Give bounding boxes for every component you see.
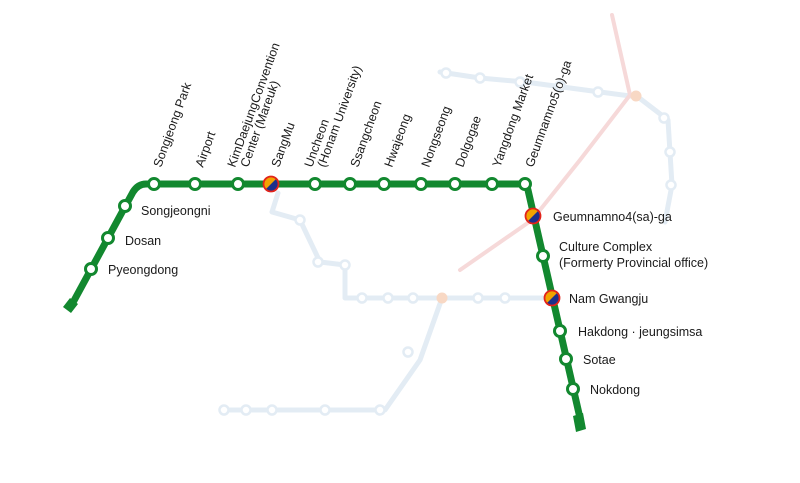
label-hwajeong: Hwajeong — [382, 112, 414, 169]
station-hwajeong[interactable] — [377, 177, 391, 191]
station-culture-complex[interactable] — [536, 249, 550, 263]
label-nokdong: Nokdong — [590, 383, 640, 397]
faded-background-lines — [218, 13, 677, 416]
transfer-station-sangmu[interactable] — [262, 175, 280, 193]
faded-line-west-loop — [269, 190, 551, 301]
label-sotae: Sotae — [583, 353, 616, 367]
station-sotae[interactable] — [559, 352, 573, 366]
station-songjeongni[interactable] — [118, 199, 132, 213]
station-geumnamno5[interactable] — [518, 177, 532, 191]
line-terminus-west — [63, 298, 78, 313]
station-markers — [84, 177, 580, 396]
label-ssangcheon: Ssangcheon — [348, 99, 385, 169]
station-dosan[interactable] — [101, 231, 115, 245]
station-nokdong[interactable] — [566, 382, 580, 396]
label-songjeong-park: Songjeong Park — [151, 80, 195, 169]
station-songjeong-park[interactable] — [147, 177, 161, 191]
station-dolgogae[interactable] — [448, 177, 462, 191]
label-hakdong: Hakdong · jeungsimsa — [578, 325, 702, 339]
label-nam-gwangju: Nam Gwangju — [569, 292, 648, 306]
label-dolgogae: Dolgogae — [453, 114, 484, 169]
faded-line-south — [219, 295, 445, 413]
label-geumnamno5: Geumnamno5(o)-ga — [523, 58, 575, 169]
station-ssangcheon[interactable] — [343, 177, 357, 191]
station-yangdong[interactable] — [485, 177, 499, 191]
station-airport[interactable] — [188, 177, 202, 191]
transfer-station-nam-gwangju[interactable] — [543, 289, 561, 307]
label-pyeongdong: Pyeongdong — [108, 263, 178, 277]
horizontal-station-labels: Songjeongni Dosan Pyeongdong Geumnamno4(… — [108, 204, 708, 397]
station-hakdong[interactable] — [553, 324, 567, 338]
faded-line-north — [437, 69, 675, 225]
label-culture-complex-line2: (Formerty Provincial office) — [559, 256, 708, 270]
rotated-station-labels: Songjeong Park Airport KimDaejungConvent… — [151, 41, 575, 169]
label-nongseong: Nongseong — [419, 104, 454, 169]
faded-transfer-upper — [630, 90, 642, 102]
label-dosan: Dosan — [125, 234, 161, 248]
station-uncheon[interactable] — [308, 177, 322, 191]
station-nongseong[interactable] — [414, 177, 428, 191]
faded-red-line — [458, 13, 632, 272]
transfer-station-geumnamno4[interactable] — [524, 207, 542, 225]
faded-stations — [218, 67, 677, 416]
station-kimdaejung[interactable] — [231, 177, 245, 191]
label-airport: Airport — [193, 129, 219, 169]
label-songjeongni: Songjeongni — [141, 204, 211, 218]
label-geumnamno4: Geumnamno4(sa)-ga — [553, 210, 672, 224]
label-sangmu: SangMu — [269, 120, 298, 169]
line-terminus-south — [573, 413, 586, 432]
faded-transfer-lower — [436, 292, 448, 304]
station-pyeongdong[interactable] — [84, 262, 98, 276]
label-culture-complex-line1: Culture Complex — [559, 240, 653, 254]
